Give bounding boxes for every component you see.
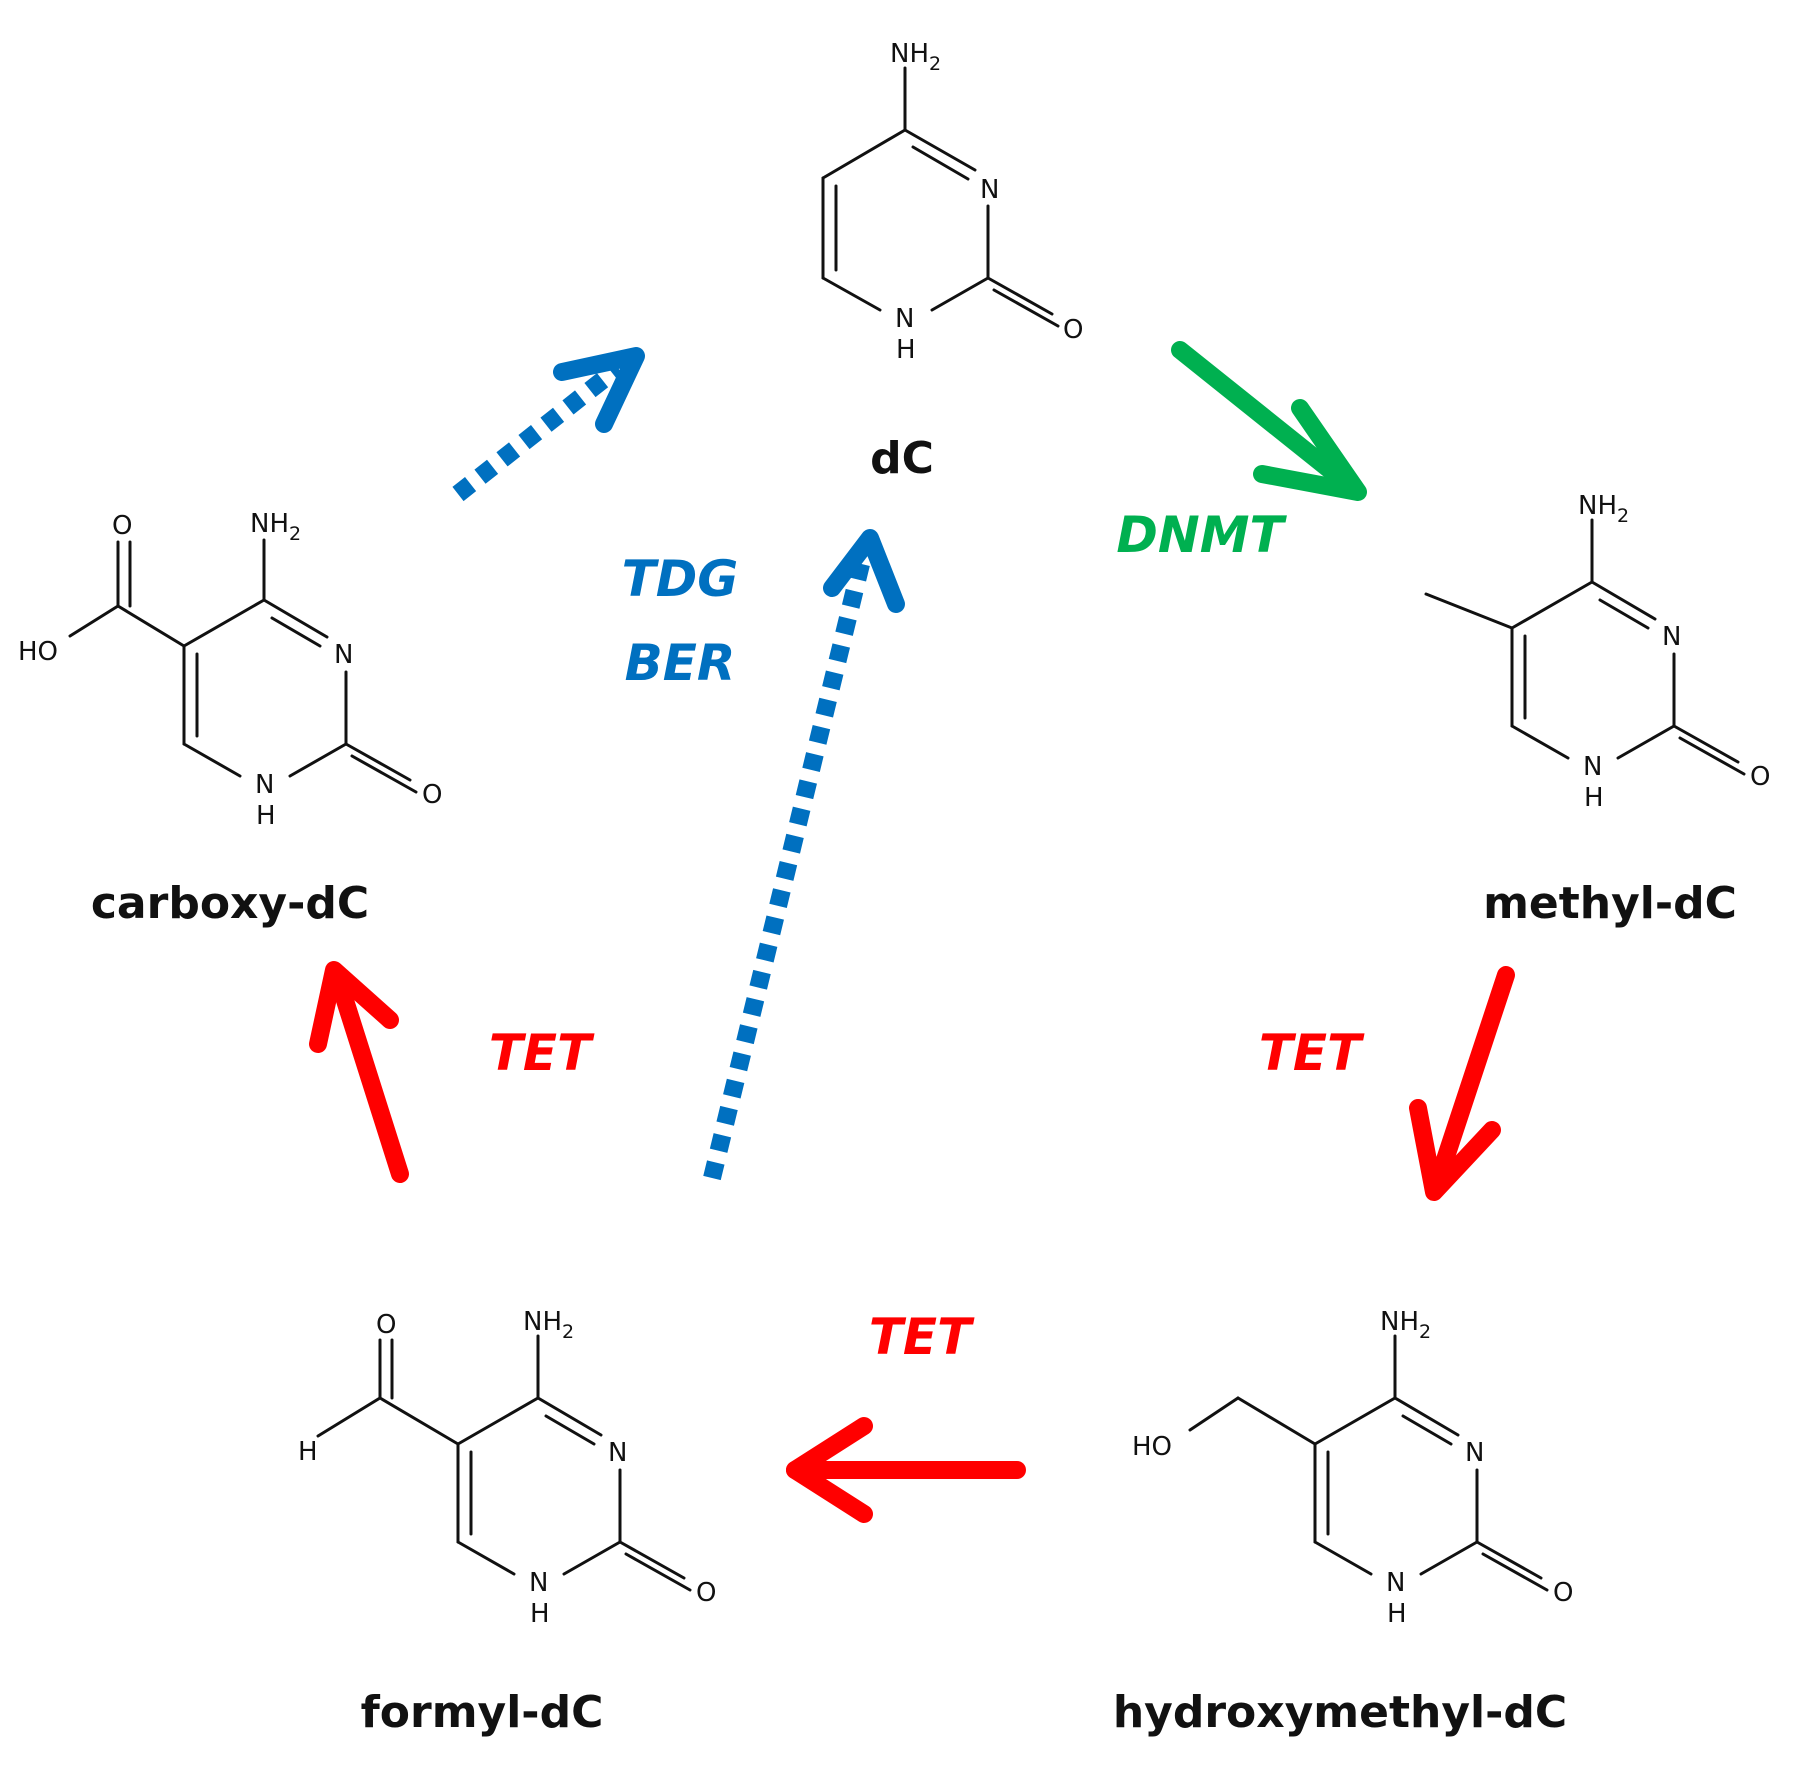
arrow-tet-hydroxymethyl-to-formyl <box>786 1417 1026 1523</box>
molecule-hydroxymethyl-dc: NH2 HO N N H O hydroxymethyl-dC <box>1113 1307 1574 1738</box>
carboxy-dc-o-label: O <box>422 780 442 810</box>
hydroxymethyl-dc-o-label: O <box>1553 1578 1573 1608</box>
hydroxymethyl-dc-name: hydroxymethyl-dC <box>1113 1687 1567 1738</box>
dc-n3-label: N <box>980 175 999 205</box>
methyl-dc-structure: NH2 N N H O <box>1424 491 1770 813</box>
enzyme-label-dnmt: DNMT <box>1116 506 1287 564</box>
arrow-tdg-carboxy-to-dc <box>452 347 645 502</box>
enzyme-label-tet-left: TET <box>489 1024 595 1082</box>
carboxy-dc-name: carboxy-dC <box>91 878 369 929</box>
molecule-dc: NH2 N N H O dC <box>821 39 1083 484</box>
enzyme-label-tet-bottom: TET <box>869 1308 975 1366</box>
formyl-dc-aldehyde-h-label: H <box>298 1437 318 1467</box>
formyl-dc-n3-label: N <box>608 1438 627 1468</box>
methyl-dc-name: methyl-dC <box>1483 878 1737 929</box>
arrow-dnmt <box>1171 341 1367 501</box>
dc-o-label: O <box>1063 315 1083 345</box>
formyl-dc-nh2-label: NH2 <box>523 1307 574 1343</box>
formyl-dc-o-label: O <box>696 1578 716 1608</box>
enzyme-label-tdg: TDG <box>622 550 739 608</box>
methyl-dc-n1-label: N <box>1583 752 1602 782</box>
carboxy-dc-h-label: H <box>256 801 276 831</box>
carboxy-dc-n1-label: N <box>255 770 274 800</box>
formyl-dc-aldehyde-o-label: O <box>376 1310 396 1340</box>
formyl-dc-name: formyl-dC <box>361 1687 604 1738</box>
carboxy-dc-nh2-label: NH2 <box>250 509 301 545</box>
carboxy-dc-carbonyl-o-label: O <box>112 511 132 541</box>
dc-h-label: H <box>896 335 916 365</box>
methyl-dc-o-label: O <box>1750 762 1770 792</box>
hydroxymethyl-dc-ho-label: HO <box>1132 1432 1172 1462</box>
molecule-methyl-dc: NH2 N N H O methyl-dC <box>1424 491 1770 929</box>
molecule-carboxy-dc: NH2 O HO N N H O carboxy-dC <box>18 509 442 929</box>
carboxy-dc-ho-label: HO <box>18 637 58 667</box>
methyl-dc-h-label: H <box>1584 783 1604 813</box>
formyl-dc-h-label: H <box>530 1599 550 1629</box>
dc-nh2-label: NH2 <box>890 39 941 75</box>
enzyme-label-tet-right: TET <box>1259 1024 1365 1082</box>
hydroxymethyl-dc-n1-label: N <box>1386 1568 1405 1598</box>
methyl-dc-n3-label: N <box>1662 622 1681 652</box>
carboxy-dc-n3-label: N <box>334 640 353 670</box>
arrow-tdg-formyl-to-dc <box>703 529 905 1181</box>
methyl-dc-nh2-label: NH2 <box>1578 491 1629 527</box>
hydroxymethyl-dc-h-label: H <box>1387 1599 1407 1629</box>
enzyme-label-ber: BER <box>625 634 736 692</box>
arrow-tet-formyl-to-carboxy <box>309 961 409 1183</box>
dc-name: dC <box>870 433 934 484</box>
dc-structure: NH2 N N H O <box>821 39 1083 365</box>
molecule-formyl-dc: NH2 O H N N H O formyl-dC <box>298 1307 716 1738</box>
formyl-dc-n1-label: N <box>529 1568 548 1598</box>
arrow-tet-methyl-to-hydroxymethyl <box>1409 966 1515 1201</box>
hydroxymethyl-dc-n3-label: N <box>1465 1438 1484 1468</box>
carboxy-dc-structure: NH2 O HO N N H O <box>18 509 442 831</box>
dc-n1-label: N <box>895 304 914 334</box>
hydroxymethyl-dc-structure: NH2 HO N N H O <box>1132 1307 1573 1629</box>
hydroxymethyl-dc-nh2-label: NH2 <box>1380 1307 1431 1343</box>
formyl-dc-structure: NH2 O H N N H O <box>298 1307 716 1629</box>
